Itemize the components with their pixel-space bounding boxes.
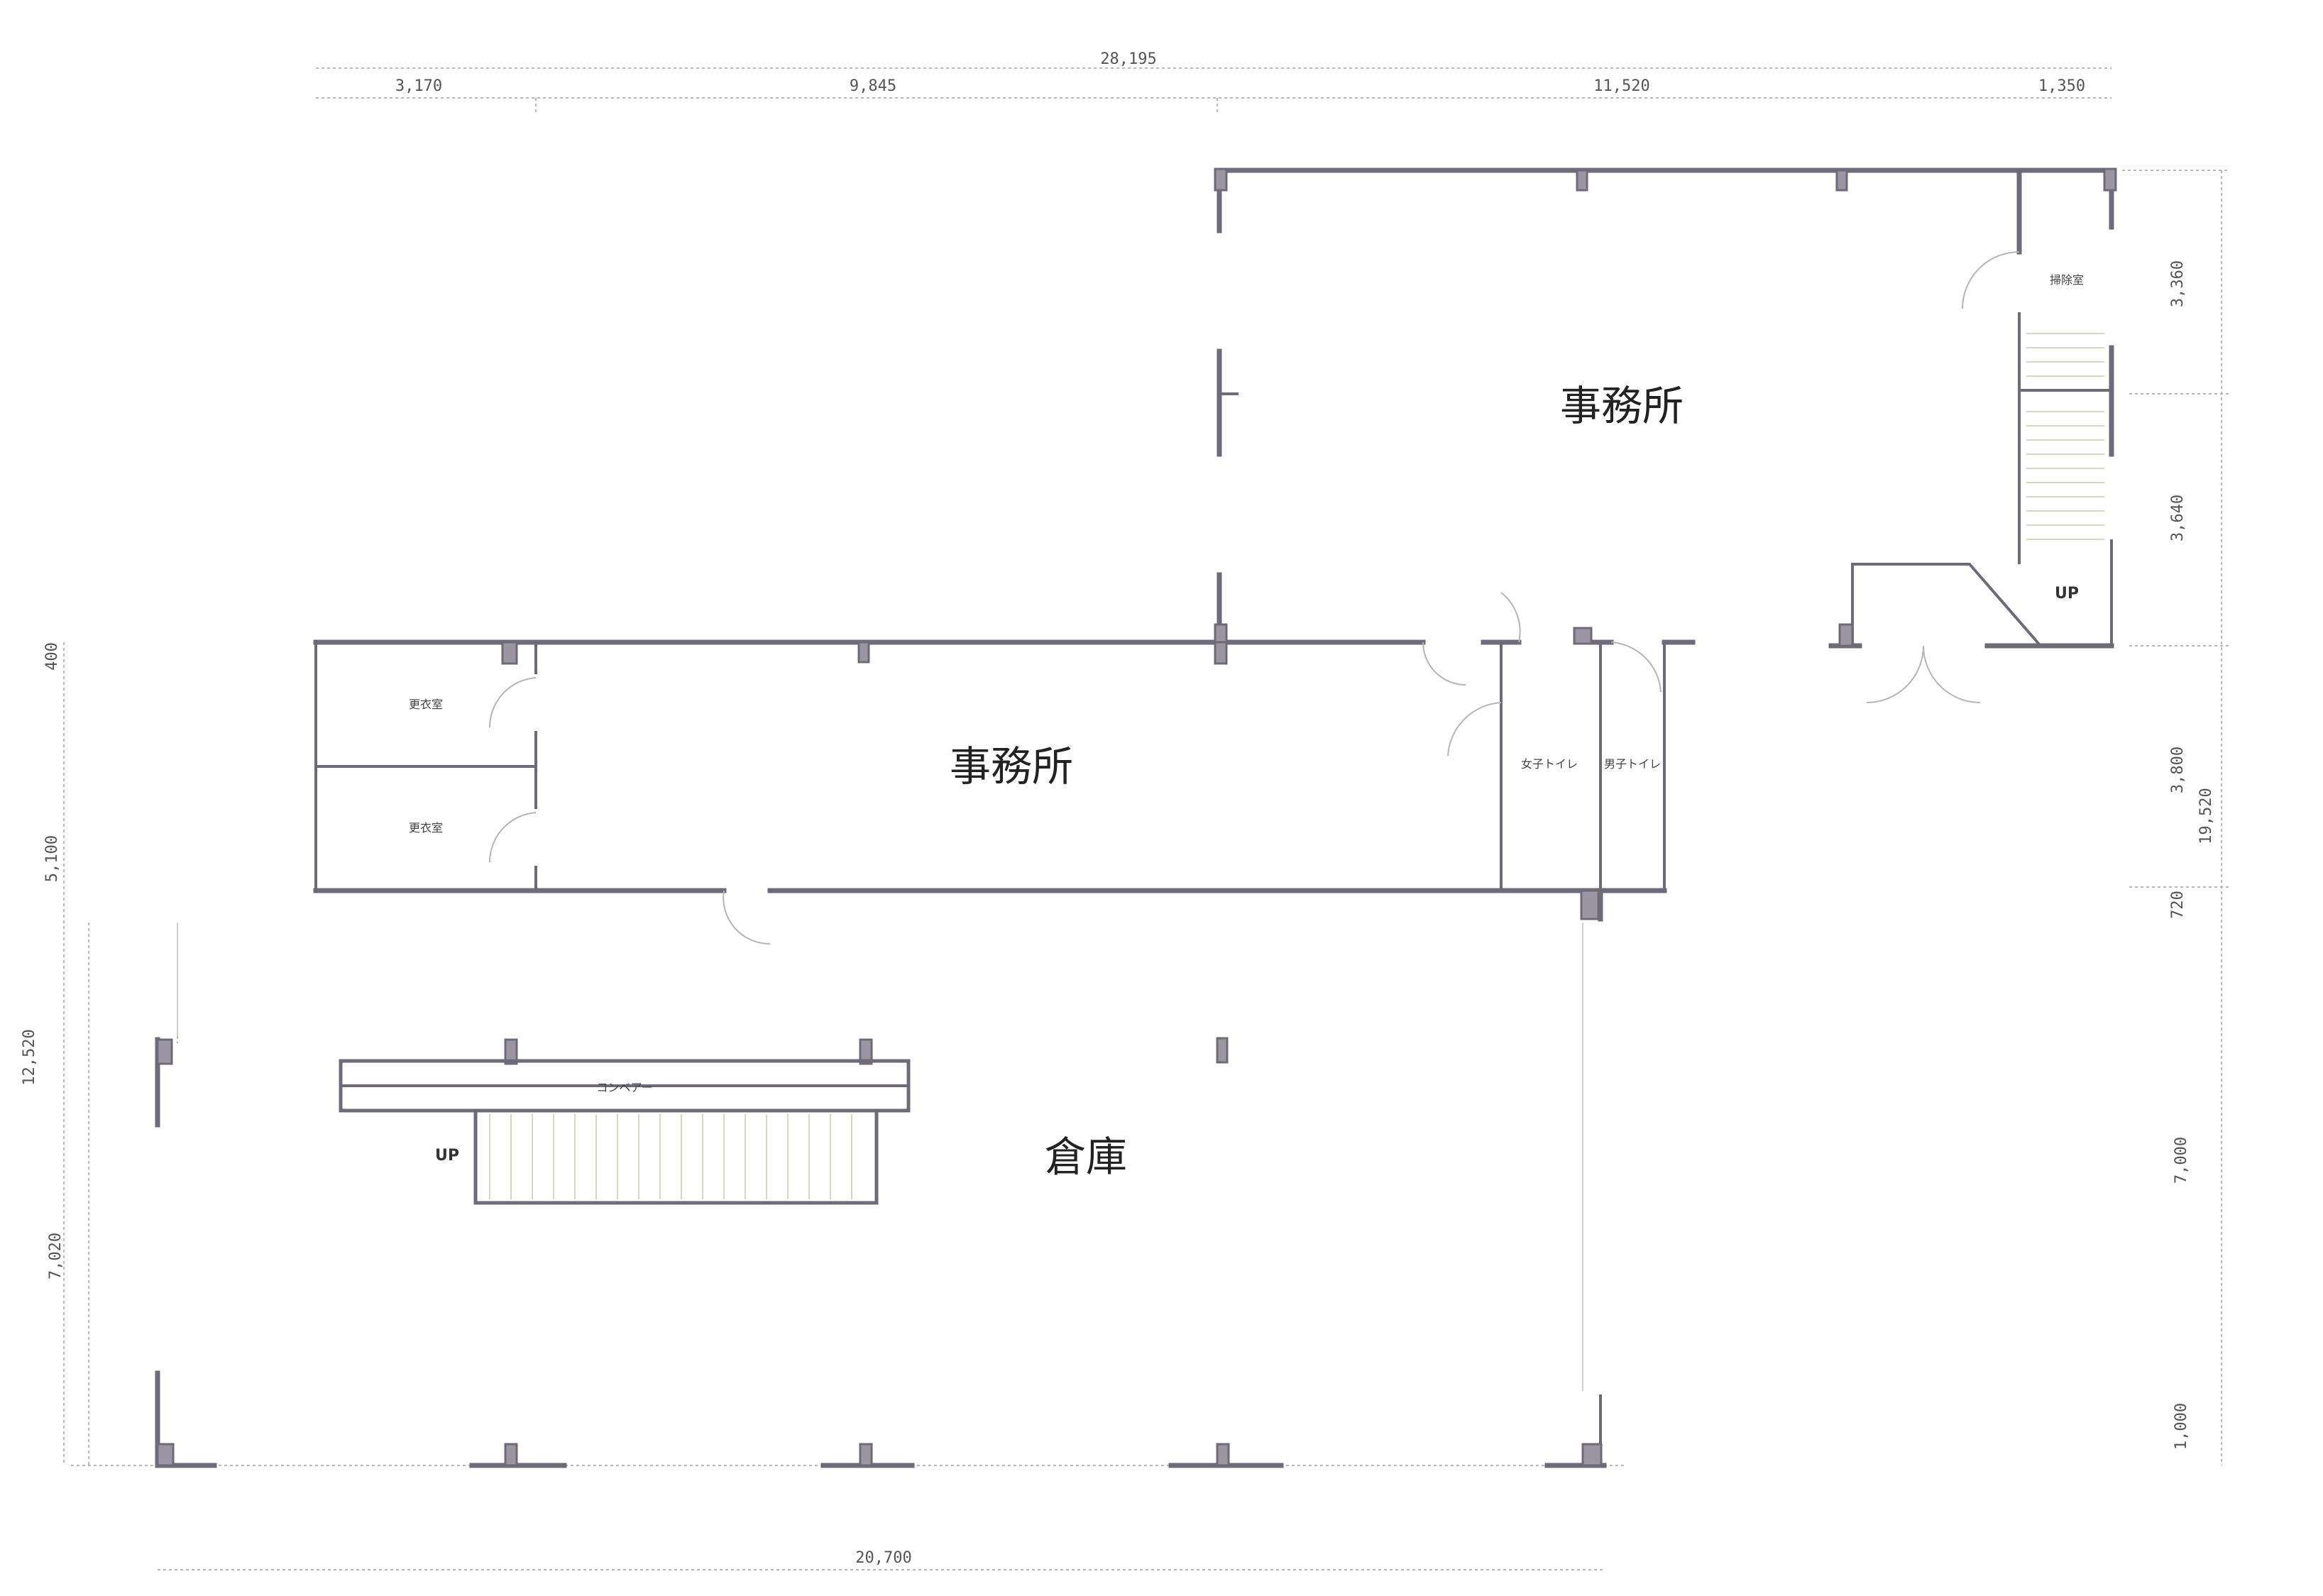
label-up-left: UP — [435, 1147, 459, 1165]
walls — [155, 167, 2114, 1468]
room-changing-1: 更衣室 — [409, 698, 443, 711]
dim-bottom-total: 20,700 — [855, 1549, 911, 1567]
dimension-lines — [63, 67, 2229, 1570]
columns — [156, 167, 2117, 1467]
dim-right-seg-3: 3,800 — [2169, 747, 2187, 793]
dim-right-seg-1: 3,360 — [2169, 260, 2187, 307]
dim-left-seg-3: 7,020 — [47, 1233, 65, 1279]
label-conveyor: コンベアー — [596, 1081, 652, 1094]
room-womens-toilet: 女子トイレ — [1521, 757, 1578, 771]
room-cleaning: 掃除室 — [2050, 273, 2084, 287]
room-office-lower: 事務所 — [950, 742, 1073, 791]
door-swings — [488, 251, 2020, 945]
room-mens-toilet: 男子トイレ — [1604, 757, 1661, 771]
room-office-upper: 事務所 — [1560, 382, 1684, 430]
dim-right-seg-6: 1,000 — [2173, 1403, 2190, 1450]
dim-right-total: 19,520 — [2197, 788, 2215, 844]
dim-top-total: 28,195 — [1100, 50, 1156, 68]
left-stair — [473, 1108, 879, 1205]
dim-left-seg-1: 400 — [43, 642, 61, 671]
dim-right-seg-4: 720 — [2169, 891, 2187, 919]
room-warehouse: 倉庫 — [1045, 1133, 1127, 1181]
dim-top-seg-2: 9,845 — [850, 77, 896, 95]
label-up-right: UP — [2055, 585, 2079, 602]
right-stair — [2026, 333, 2104, 540]
dim-right-seg-5: 7,000 — [2173, 1137, 2190, 1184]
dim-right-seg-2: 3,640 — [2169, 495, 2187, 541]
dim-top-seg-3: 11,520 — [1593, 77, 1649, 95]
room-changing-2: 更衣室 — [409, 821, 443, 835]
dim-left-total: 12,520 — [21, 1029, 38, 1085]
dim-left-seg-2: 5,100 — [43, 835, 61, 882]
dim-top-seg-4: 1,350 — [2038, 77, 2085, 95]
dim-top-seg-1: 3,170 — [395, 77, 442, 95]
